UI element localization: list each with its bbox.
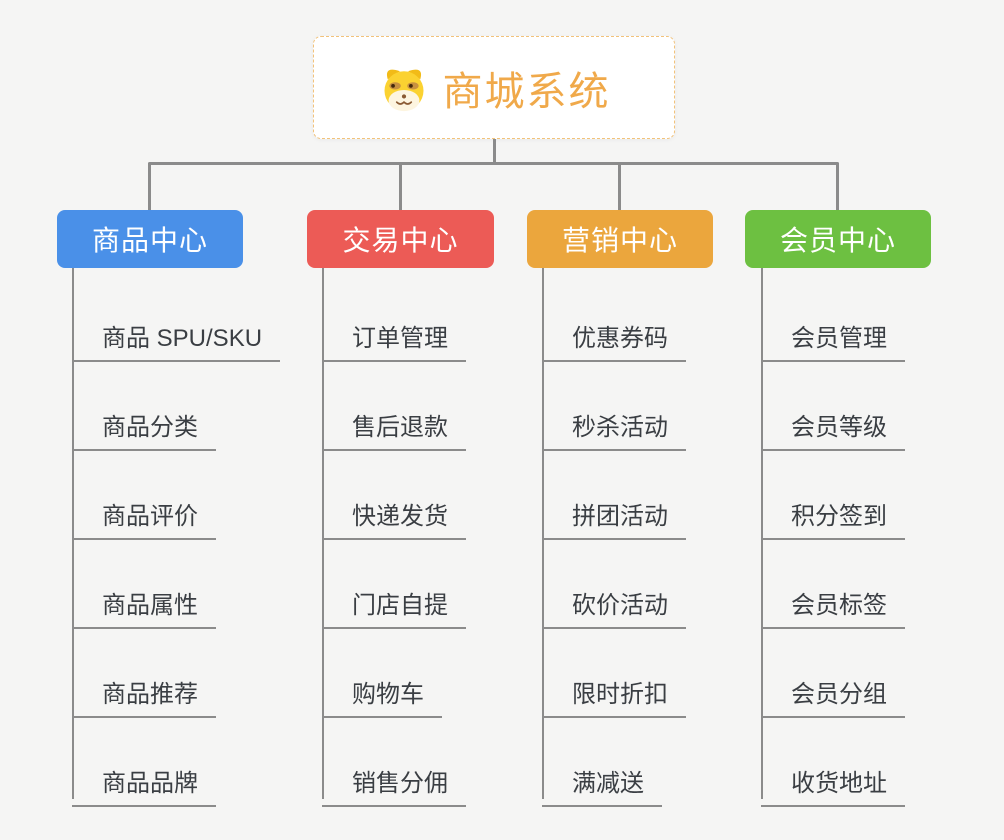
leaf-node[interactable]: 秒杀活动 bbox=[542, 391, 686, 451]
leaf-node[interactable]: 购物车 bbox=[322, 658, 442, 718]
leaf-node[interactable]: 商品评价 bbox=[72, 480, 216, 540]
branch-node-marketing[interactable]: 营销中心 bbox=[527, 210, 713, 268]
connector-drop bbox=[836, 163, 839, 210]
connector-column-line bbox=[761, 268, 763, 799]
branch-label: 商品中心 bbox=[91, 225, 208, 256]
connector-drop bbox=[148, 163, 151, 210]
root-node[interactable]: 商城系统 bbox=[313, 36, 675, 139]
leaf-label: 门店自提 bbox=[352, 592, 448, 619]
connector-column-line bbox=[542, 268, 544, 799]
connector-column-line bbox=[322, 268, 324, 799]
leaf-node[interactable]: 销售分佣 bbox=[322, 747, 466, 807]
leaf-node[interactable]: 优惠券码 bbox=[542, 302, 686, 362]
leaf-node[interactable]: 快递发货 bbox=[322, 480, 466, 540]
leaf-label: 会员标签 bbox=[791, 592, 887, 619]
leaf-label: 会员管理 bbox=[791, 325, 887, 352]
leaf-label: 优惠券码 bbox=[572, 325, 668, 352]
connector-drop bbox=[618, 163, 621, 210]
leaf-label: 限时折扣 bbox=[572, 681, 668, 708]
leaf-node[interactable]: 商品品牌 bbox=[72, 747, 216, 807]
connector-drop bbox=[399, 163, 402, 210]
leaf-label: 商品评价 bbox=[102, 503, 198, 530]
connector-root-stem bbox=[493, 139, 496, 164]
leaf-node[interactable]: 商品 SPU/SKU bbox=[72, 302, 281, 362]
leaf-label: 收货地址 bbox=[791, 770, 887, 797]
branch-label: 交易中心 bbox=[342, 225, 459, 256]
leaf-label: 砍价活动 bbox=[572, 592, 668, 619]
leaf-label: 满减送 bbox=[572, 770, 644, 797]
branch-label: 会员中心 bbox=[779, 225, 896, 256]
leaf-label: 商品推荐 bbox=[102, 681, 198, 708]
leaf-node[interactable]: 门店自提 bbox=[322, 569, 466, 629]
leaf-label: 商品分类 bbox=[102, 414, 198, 441]
leaf-node[interactable]: 会员等级 bbox=[761, 391, 905, 451]
connector-bus bbox=[148, 162, 839, 165]
leaf-node[interactable]: 订单管理 bbox=[322, 302, 466, 362]
leaf-node[interactable]: 收货地址 bbox=[761, 747, 905, 807]
leaf-node[interactable]: 限时折扣 bbox=[542, 658, 686, 718]
leaf-node[interactable]: 拼团活动 bbox=[542, 480, 686, 540]
leaf-label: 积分签到 bbox=[791, 503, 887, 530]
root-title: 商城系统 bbox=[442, 69, 611, 114]
branch-node-trade[interactable]: 交易中心 bbox=[307, 210, 494, 268]
leaf-node[interactable]: 会员分组 bbox=[761, 658, 905, 718]
branch-node-members[interactable]: 会员中心 bbox=[745, 210, 931, 268]
leaf-label: 商品属性 bbox=[102, 592, 198, 619]
branch-label: 营销中心 bbox=[561, 225, 678, 256]
leaf-node[interactable]: 满减送 bbox=[542, 747, 662, 807]
leaf-node[interactable]: 商品属性 bbox=[72, 569, 216, 629]
leaf-label: 商品 SPU/SKU bbox=[102, 325, 263, 352]
leaf-node[interactable]: 商品推荐 bbox=[72, 658, 216, 718]
leaf-label: 拼团活动 bbox=[572, 503, 668, 530]
leaf-label: 购物车 bbox=[352, 681, 424, 708]
leaf-node[interactable]: 商品分类 bbox=[72, 391, 216, 451]
leaf-label: 售后退款 bbox=[352, 414, 448, 441]
leaf-label: 秒杀活动 bbox=[572, 414, 668, 441]
leaf-node[interactable]: 会员管理 bbox=[761, 302, 905, 362]
leaf-node[interactable]: 积分签到 bbox=[761, 480, 905, 540]
leaf-node[interactable]: 售后退款 bbox=[322, 391, 466, 451]
leaf-label: 会员分组 bbox=[791, 681, 887, 708]
leaf-label: 快递发货 bbox=[352, 503, 448, 530]
branch-node-products[interactable]: 商品中心 bbox=[57, 210, 243, 268]
connector-column-line bbox=[72, 268, 74, 799]
leaf-label: 销售分佣 bbox=[352, 770, 448, 797]
leaf-label: 商品品牌 bbox=[102, 770, 198, 797]
leaf-node[interactable]: 会员标签 bbox=[761, 569, 905, 629]
leaf-label: 会员等级 bbox=[791, 414, 887, 441]
leaf-node[interactable]: 砍价活动 bbox=[542, 569, 686, 629]
leaf-label: 订单管理 bbox=[352, 325, 448, 352]
dog-face-icon bbox=[378, 63, 430, 112]
